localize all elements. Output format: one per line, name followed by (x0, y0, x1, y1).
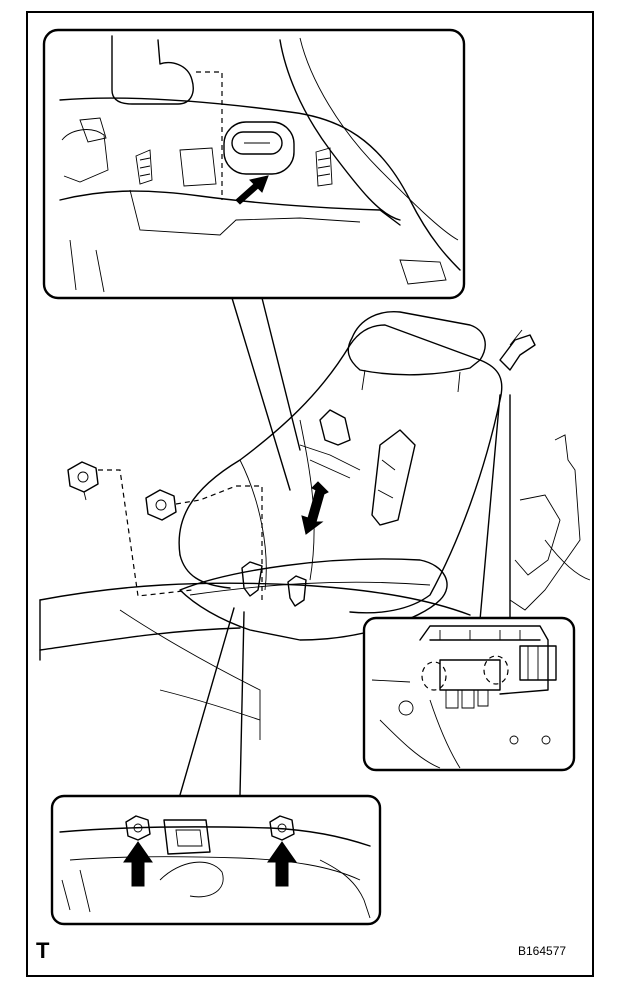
bolt-right (145, 489, 177, 521)
bolt-arrow-right (267, 841, 297, 887)
bolt-detail-left (125, 815, 151, 841)
bolt-arrow-left (123, 841, 153, 887)
bolt-left (67, 461, 99, 501)
bottom-detail-callout (50, 794, 382, 926)
grommet-arrow (235, 175, 269, 205)
diagram-border (26, 11, 594, 977)
corner-mark: T (36, 938, 50, 963)
cover-hole-grommet (223, 121, 295, 175)
top-detail-callout (42, 28, 466, 300)
seat-main-illustration (39, 311, 591, 740)
push-down-arrow (301, 481, 329, 535)
right-detail-callout (362, 616, 576, 772)
figure-code: B164577 (518, 944, 567, 958)
bolt-detail-right (269, 815, 295, 841)
